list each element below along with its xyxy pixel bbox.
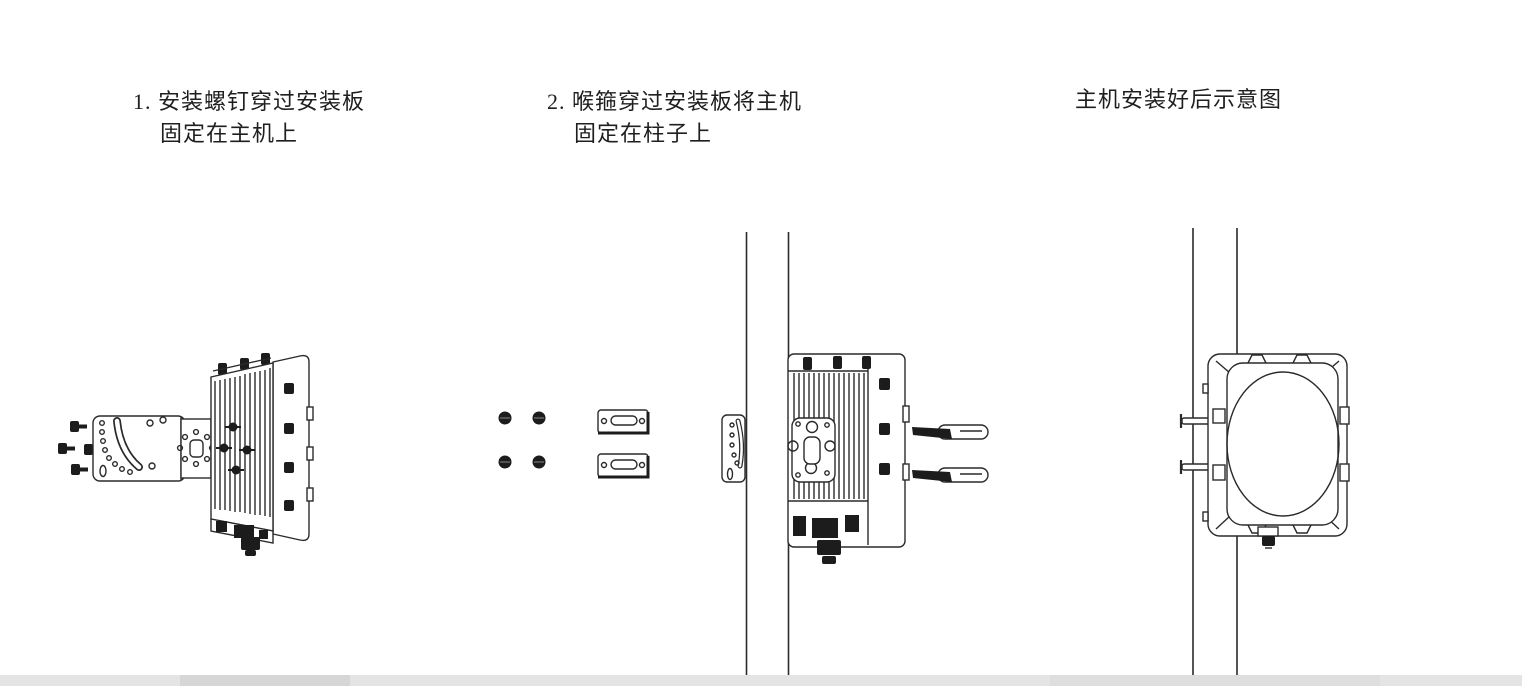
figure-step2: [498, 232, 989, 676]
radome-ellipse: [1226, 371, 1340, 517]
pole: [745, 232, 790, 676]
bottom-edge-band: [0, 675, 1522, 686]
bottom-connector: [817, 540, 841, 564]
screw-icon: [71, 464, 88, 475]
mounting-plate-edge: [721, 414, 746, 483]
bottom-connector: [1257, 526, 1279, 549]
bottom-edge-band-shade: [1050, 675, 1380, 686]
bottom-edge-band-shade: [180, 675, 350, 686]
caption-step2-line2: 固定在柱子上: [574, 121, 713, 146]
main-unit-rear: [787, 353, 910, 564]
figure-installed: [1179, 228, 1350, 676]
bottom-connector: [241, 537, 260, 556]
plate-fixing-screws: [216, 422, 255, 475]
nut-icon: [498, 411, 512, 425]
nut-icon: [498, 455, 512, 469]
caption-final: 主机安装好后示意图: [1075, 84, 1282, 116]
caption-final-text: 主机安装好后示意图: [1075, 87, 1283, 112]
hex-nuts: [498, 411, 546, 469]
bracket-arm: [176, 418, 216, 479]
main-unit-front: [1202, 353, 1350, 549]
main-unit-isometric: [210, 353, 314, 556]
caption-step2: 2. 喉箍穿过安装板将主机 固定在柱子上: [547, 86, 802, 150]
screw-icon: [70, 421, 87, 432]
nut-icon: [532, 411, 546, 425]
caption-step1: 1. 安装螺钉穿过安装板 固定在主机上: [133, 86, 365, 150]
mounting-plate: [92, 415, 186, 482]
hose-clamp-strap: [912, 467, 989, 483]
clamp-saddle-plate: [597, 453, 650, 479]
caption-step1-line1: 1. 安装螺钉穿过安装板: [133, 89, 366, 114]
caption-step2-line1: 2. 喉箍穿过安装板将主机: [547, 89, 803, 114]
nut-icon: [532, 455, 546, 469]
caption-step1-line2: 固定在主机上: [160, 121, 299, 146]
screw-icon: [58, 443, 75, 454]
clamp-saddle-plate: [597, 409, 650, 435]
mounting-screws: [58, 421, 101, 475]
clamp-bolt-end: [1179, 460, 1213, 474]
rear-mount-pattern: [787, 417, 836, 483]
figure-step1: [58, 353, 314, 556]
hose-clamp-strap: [912, 424, 989, 440]
